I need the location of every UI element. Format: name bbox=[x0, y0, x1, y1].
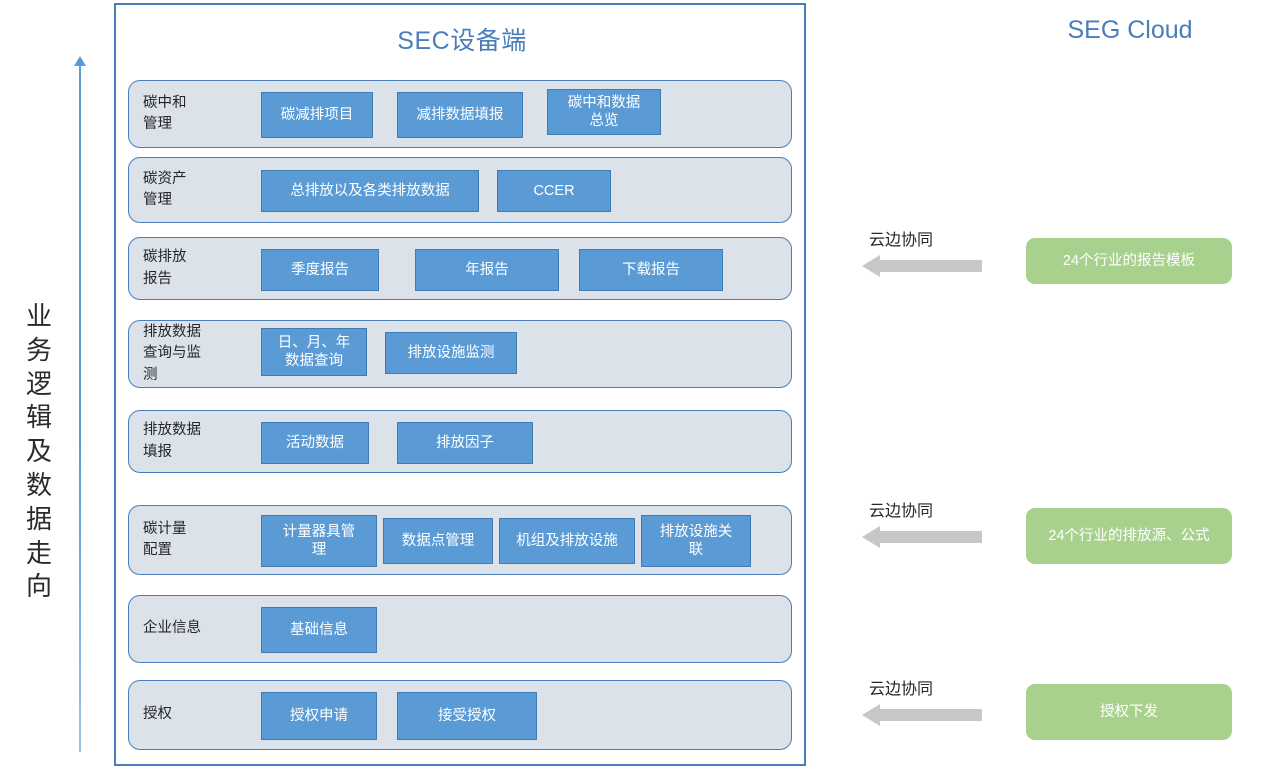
cloud-edge-sync-arrow-shaft bbox=[880, 260, 982, 272]
seg-cloud-capability-box[interactable]: 24个行业的排放源、公式 bbox=[1026, 508, 1232, 564]
cloud-edge-sync-label: 云边协同 bbox=[869, 503, 934, 520]
sec-module-item-button[interactable]: 碳减排项目 bbox=[261, 92, 373, 138]
seg-cloud-capability-box[interactable]: 授权下发 bbox=[1026, 684, 1232, 740]
cloud-edge-sync-arrow-head bbox=[862, 526, 880, 548]
sec-module-item-list: 计量器具管 理数据点管理机组及排放设施排放设施关 联 bbox=[237, 506, 791, 574]
business-flow-caption-char: 逻 bbox=[25, 368, 52, 399]
sec-module-item-list: 碳减排项目减排数据填报碳中和数据 总览 bbox=[237, 81, 791, 147]
sec-module-item-button[interactable]: CCER bbox=[497, 170, 611, 212]
sec-module-row: 排放数据 查询与监 测日、月、年 数据查询排放设施监测 bbox=[128, 320, 792, 388]
sec-module-item-button[interactable]: 季度报告 bbox=[261, 249, 379, 291]
sec-module-row-label: 排放数据 填报 bbox=[143, 422, 201, 460]
business-flow-caption-char: 数 bbox=[25, 469, 52, 500]
sec-module-item-button[interactable]: 数据点管理 bbox=[383, 518, 493, 564]
sec-module-row: 碳中和 管理 碳减排项目减排数据填报碳中和数据 总览 bbox=[128, 80, 792, 148]
sec-module-row: 排放数据 填报活动数据排放因子 bbox=[128, 410, 792, 473]
business-flow-caption-char: 辑 bbox=[25, 402, 52, 433]
business-flow-caption: 业务逻辑及数据走向 bbox=[18, 300, 60, 604]
cloud-edge-sync-label: 云边协同 bbox=[869, 681, 934, 698]
seg-cloud-capability-box[interactable]: 24个行业的报告模板 bbox=[1026, 238, 1232, 284]
business-flow-caption-char: 向 bbox=[25, 571, 52, 602]
sec-module-row-label: 授权 bbox=[143, 706, 172, 723]
business-flow-arrow-head bbox=[74, 56, 86, 66]
cloud-edge-sync-arrow-shaft bbox=[880, 709, 982, 721]
sec-module-item-list: 总排放以及各类排放数据 CCER bbox=[237, 158, 791, 222]
sec-module-item-button[interactable]: 日、月、年 数据查询 bbox=[261, 328, 367, 376]
sec-module-item-button[interactable]: 机组及排放设施 bbox=[499, 518, 635, 564]
sec-module-item-button[interactable]: 授权申请 bbox=[261, 692, 377, 740]
sec-module-row-label: 排放数据 查询与监 测 bbox=[143, 324, 201, 383]
sec-panel-title: SEC设备端 bbox=[397, 27, 527, 55]
sec-module-item-list: 基础信息 bbox=[237, 596, 791, 662]
seg-cloud-title: SEG Cloud bbox=[1067, 16, 1193, 44]
sec-module-item-button[interactable]: 排放设施关 联 bbox=[641, 515, 751, 567]
cloud-edge-sync-arrow-head bbox=[862, 704, 880, 726]
business-flow-caption-char: 走 bbox=[25, 537, 52, 568]
sec-module-row-label: 碳中和 管理 bbox=[143, 94, 187, 132]
sec-module-item-button[interactable]: 接受授权 bbox=[397, 692, 537, 740]
business-flow-arrow-line bbox=[79, 62, 81, 752]
sec-device-panel: SEC设备端 碳中和 管理 碳减排项目减排数据填报碳中和数据 总览碳资产 管理 总排… bbox=[114, 3, 806, 766]
sec-module-item-button[interactable]: 基础信息 bbox=[261, 607, 377, 653]
sec-module-row: 碳资产 管理 总排放以及各类排放数据 CCER bbox=[128, 157, 792, 223]
sec-module-item-button[interactable]: 减排数据填报 bbox=[397, 92, 523, 138]
sec-module-item-button[interactable]: 总排放以及各类排放数据 bbox=[261, 170, 479, 212]
sec-module-row-label: 碳资产 管理 bbox=[143, 170, 187, 208]
cloud-edge-sync-label: 云边协同 bbox=[869, 232, 934, 249]
sec-module-row: 企业信息 基础信息 bbox=[128, 595, 792, 663]
business-flow-caption-char: 业 bbox=[25, 301, 52, 331]
sec-module-item-button[interactable]: 排放设施监测 bbox=[385, 332, 517, 374]
sec-module-row-label: 碳排放 报告 bbox=[143, 249, 187, 287]
sec-module-item-button[interactable]: 碳中和数据 总览 bbox=[547, 89, 661, 135]
sec-module-item-list: 日、月、年 数据查询排放设施监测 bbox=[237, 321, 791, 387]
business-flow-caption-char: 务 bbox=[25, 334, 52, 365]
sec-module-item-list: 活动数据排放因子 bbox=[237, 411, 791, 472]
sec-module-item-button[interactable]: 下载报告 bbox=[579, 249, 723, 291]
business-flow-caption-char: 据 bbox=[25, 503, 52, 534]
sec-module-row: 碳计量 配置 计量器具管 理数据点管理机组及排放设施排放设施关 联 bbox=[128, 505, 792, 575]
cloud-edge-sync-arrow-shaft bbox=[880, 531, 982, 543]
business-flow-caption-char: 及 bbox=[25, 436, 52, 467]
sec-module-item-list: 季度报告年报告下载报告 bbox=[237, 238, 791, 299]
sec-module-row-label: 企业信息 bbox=[143, 620, 201, 637]
sec-module-row: 授权 授权申请接受授权 bbox=[128, 680, 792, 750]
sec-module-row-label: 碳计量 配置 bbox=[143, 520, 187, 558]
cloud-edge-sync-arrow-head bbox=[862, 255, 880, 277]
sec-module-item-list: 授权申请接受授权 bbox=[237, 681, 791, 749]
sec-module-row: 碳排放 报告 季度报告年报告下载报告 bbox=[128, 237, 792, 300]
sec-module-item-button[interactable]: 年报告 bbox=[415, 249, 559, 291]
sec-module-item-button[interactable]: 排放因子 bbox=[397, 422, 533, 464]
sec-module-item-button[interactable]: 活动数据 bbox=[261, 422, 369, 464]
sec-module-item-button[interactable]: 计量器具管 理 bbox=[261, 515, 377, 567]
